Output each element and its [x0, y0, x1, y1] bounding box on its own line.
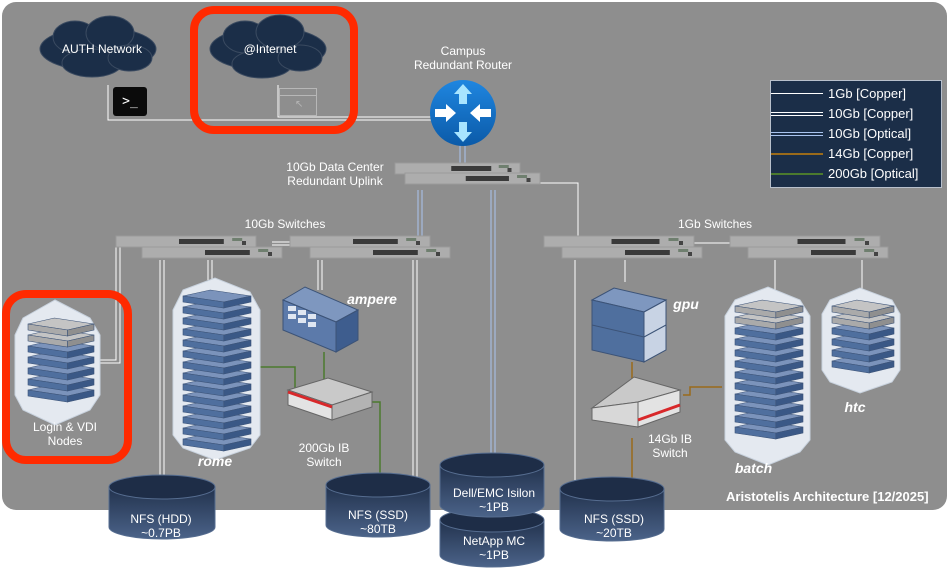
1gb-switches-label: 1Gb Switches	[677, 217, 753, 231]
highlight-login-nodes	[2, 290, 132, 464]
legend-item: 14Gb [Copper]	[771, 146, 941, 162]
rome-label: rome	[197, 453, 233, 469]
10gb-switches-label: 10Gb Switches	[244, 217, 326, 231]
browser-window-icon[interactable]: ↖	[279, 88, 317, 116]
network-switch-icon	[394, 162, 521, 175]
storage-cylinders	[108, 452, 665, 568]
ib200-switch-icon	[286, 377, 374, 421]
legend-swatch	[771, 132, 823, 136]
switches	[115, 162, 889, 259]
batch-label: batch	[734, 460, 773, 476]
legend-swatch	[771, 153, 823, 155]
network-switch-icon	[561, 246, 703, 259]
htc-label: htc	[844, 399, 866, 415]
server-stacks	[27, 289, 895, 452]
network-switch-icon	[289, 235, 431, 248]
legend-item: 10Gb [Copper]	[771, 106, 941, 122]
internet-label: @Internet	[243, 42, 297, 56]
diagram-title: Aristotelis Architecture [12/2025]	[726, 489, 929, 504]
auth-network-label: AUTH Network	[61, 42, 142, 56]
legend-item: 10Gb [Optical]	[771, 126, 941, 142]
storage-label-nfs-hdd: NFS (HDD)~0.7PB	[130, 512, 192, 540]
link-internet-router	[277, 85, 432, 118]
legend-swatch	[771, 112, 823, 116]
gpu-server-icon	[590, 287, 668, 363]
storage-nfs-hdd	[108, 474, 216, 540]
network-switch-icon	[543, 235, 695, 248]
legend-swatch	[771, 173, 823, 175]
cloud-auth-network	[39, 15, 157, 78]
storage-label-nfs-ssd-20: NFS (SSD)~20TB	[584, 512, 644, 540]
network-switch-icon	[404, 172, 541, 185]
network-switch-icon	[141, 246, 283, 259]
network-switch-icon	[309, 246, 451, 259]
network-switch-icon	[729, 235, 881, 248]
link-uplink-1gb	[540, 182, 579, 237]
gpu-label: gpu	[673, 296, 699, 312]
storage-nfs-ssd-20	[559, 476, 665, 542]
router-icon	[430, 80, 496, 146]
server-stack-icon	[831, 299, 895, 374]
terminal-icon[interactable]: >_	[113, 87, 147, 116]
legend-swatch	[771, 93, 823, 94]
storage-nfs-ssd-80	[325, 472, 431, 538]
storage-label-isilon: Dell/EMC Isilon~1PB	[452, 486, 536, 514]
link-rome-ib200	[260, 366, 296, 390]
server-stack-icon	[27, 317, 95, 403]
ampere-server-icon	[281, 286, 360, 353]
legend: 1Gb [Copper] 10Gb [Copper] 10Gb [Optical…	[770, 80, 942, 188]
server-stack-icon	[182, 289, 252, 452]
server-stack-icon	[734, 299, 804, 440]
highlight-internet	[190, 6, 358, 134]
network-switch-icon	[747, 246, 889, 259]
ampere-label: ampere	[347, 291, 397, 307]
storage-label-nfs-ssd-80: NFS (SSD)~80TB	[348, 508, 408, 536]
storage-label-netapp: NetApp MC~1PB	[462, 534, 526, 562]
storage-isilon	[439, 452, 545, 518]
legend-item: 1Gb [Copper]	[771, 86, 941, 102]
legend-item: 200Gb [Optical]	[771, 166, 941, 182]
network-switch-icon	[115, 235, 257, 248]
ib14-switch-icon	[590, 376, 682, 428]
cloud-internet	[209, 14, 327, 79]
